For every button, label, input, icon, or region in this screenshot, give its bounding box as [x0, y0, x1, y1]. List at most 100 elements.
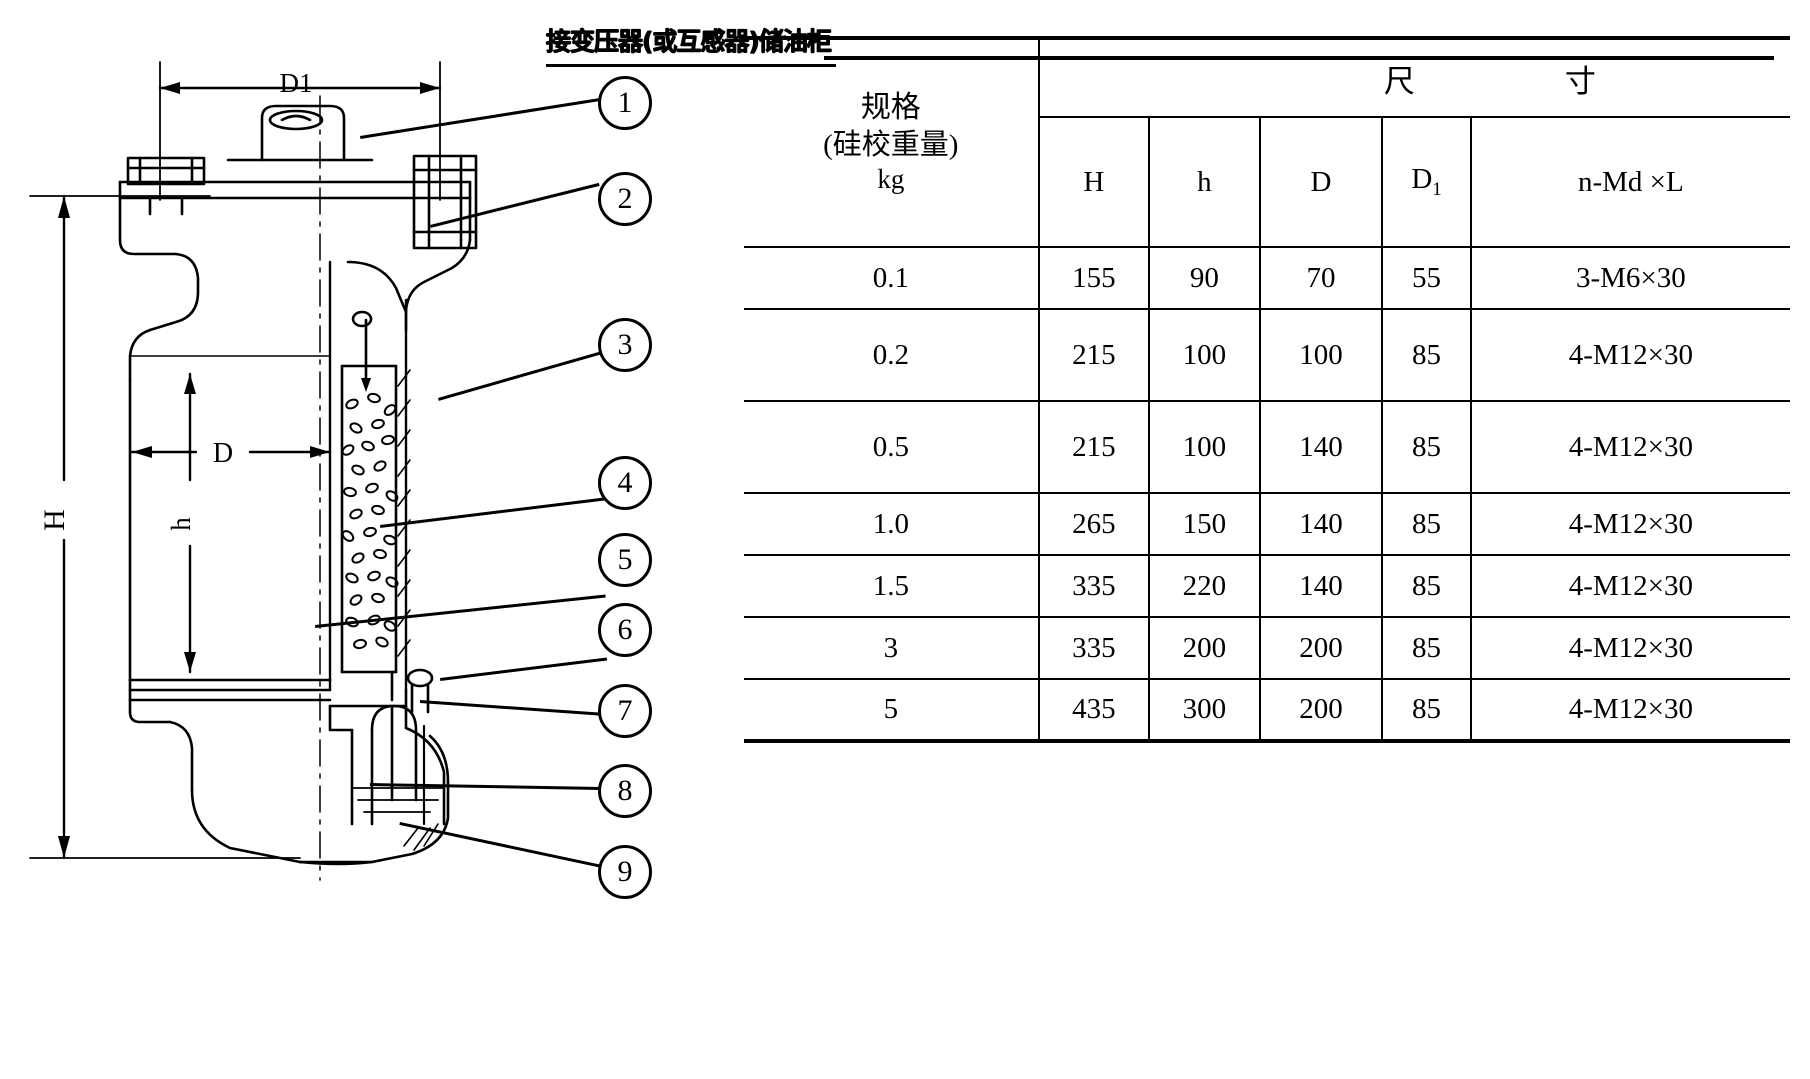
cell-h: 300 — [1148, 678, 1261, 743]
header-col-D1-base: D — [1411, 163, 1433, 196]
silica-gel-granules — [341, 392, 399, 650]
dimension-H — [29, 194, 301, 860]
header-col-D1: D1 — [1381, 116, 1472, 248]
technical-drawing: D1 H h D — [0, 0, 740, 1079]
cell-D: 140 — [1258, 492, 1384, 556]
specification-table: 规格 (硅校重量) kg 尺寸 H h D D1 n-Md ×L 0.1 155… — [744, 36, 1790, 743]
callout-balloons: 1 2 3 4 5 6 7 8 9 — [315, 0, 740, 1079]
cell-D: 70 — [1258, 246, 1384, 310]
cell-D1: 85 — [1381, 554, 1472, 618]
header-dimensions-group: 尺寸 — [1037, 36, 1790, 118]
cell-D1: 85 — [1381, 308, 1472, 402]
header-col-D1-sub: 1 — [1432, 178, 1442, 200]
header-spec-line3: kg — [877, 164, 905, 194]
callout-4-label: 4 — [617, 466, 633, 499]
dimension-label-d1: D1 — [280, 68, 313, 98]
header-col-H: H — [1038, 116, 1151, 248]
oil-bag-chamber — [340, 310, 411, 674]
cell-D1: 85 — [1381, 400, 1472, 494]
header-col-bolt: n-Md ×L — [1469, 116, 1790, 248]
cell-D: 200 — [1258, 616, 1384, 680]
cell-spec: 0.2 — [744, 308, 1040, 402]
cell-D: 100 — [1258, 308, 1384, 402]
cell-D: 140 — [1258, 400, 1384, 494]
dimension-d1 — [158, 61, 442, 201]
callout-8[interactable]: 8 — [598, 764, 652, 818]
cell-h: 100 — [1148, 400, 1261, 494]
callout-3[interactable]: 3 — [598, 318, 652, 372]
callout-4[interactable]: 4 — [598, 456, 652, 510]
callout-1-label: 1 — [617, 86, 633, 119]
cell-spec: 1.0 — [744, 492, 1040, 556]
cell-bolt: 4-M12×30 — [1469, 554, 1790, 618]
cell-h: 90 — [1148, 246, 1261, 310]
header-row-group: 规格 (硅校重量) kg 尺寸 — [744, 36, 1790, 248]
cell-D: 140 — [1258, 554, 1384, 618]
header-spec-line2: (硅校重量) — [823, 128, 959, 161]
callout-2-label: 2 — [617, 182, 633, 215]
callout-8-label: 8 — [617, 774, 633, 807]
callout-2[interactable]: 2 — [598, 172, 652, 226]
header-col-D: D — [1258, 116, 1384, 248]
callout-5[interactable]: 5 — [598, 533, 652, 587]
specification-table-container: 规格 (硅校重量) kg 尺寸 H h D D1 n-Md ×L 0.1 155… — [744, 36, 1794, 936]
header-row-columns: H h D D1 n-Md ×L — [744, 116, 1790, 248]
dimension-label-H: H — [38, 509, 71, 531]
cell-D1: 85 — [1381, 616, 1472, 680]
cell-h: 220 — [1148, 554, 1261, 618]
cell-bolt: 4-M12×30 — [1469, 678, 1790, 743]
table-row[interactable]: 0.2 215 100 100 85 4-M12×30 — [744, 308, 1790, 402]
bolt-right — [412, 154, 478, 250]
cell-h: 200 — [1148, 616, 1261, 680]
vessel-body — [128, 355, 408, 864]
cell-bolt: 3-M6×30 — [1469, 246, 1790, 310]
table-body: 0.1 155 90 70 55 3-M6×30 0.2 215 100 100… — [744, 246, 1790, 743]
table-row[interactable]: 3 335 200 200 85 4-M12×30 — [744, 616, 1790, 680]
header-dimensions-right: 寸 — [1564, 63, 1596, 100]
callout-9-label: 9 — [617, 855, 633, 888]
cell-spec: 3 — [744, 616, 1040, 680]
top-flange — [118, 180, 472, 200]
oil-conservator-section-view: D1 H h D — [29, 61, 478, 881]
cell-D1: 55 — [1381, 246, 1472, 310]
callout-1[interactable]: 1 — [598, 76, 652, 130]
callout-7[interactable]: 7 — [598, 684, 652, 738]
header-col-h: h — [1148, 116, 1261, 248]
callout-9[interactable]: 9 — [598, 845, 652, 899]
cell-bolt: 4-M12×30 — [1469, 616, 1790, 680]
cell-H: 155 — [1037, 246, 1151, 310]
cell-h: 100 — [1148, 308, 1261, 402]
table-row[interactable]: 1.5 335 220 140 85 4-M12×30 — [744, 554, 1790, 618]
cell-spec: 0.5 — [744, 400, 1040, 494]
table-row[interactable]: 0.1 155 90 70 55 3-M6×30 — [744, 246, 1790, 310]
header-spec-line1: 规格 — [860, 91, 921, 125]
callout-6[interactable]: 6 — [598, 603, 652, 657]
dimension-h — [184, 372, 196, 674]
cell-H: 215 — [1037, 400, 1151, 494]
cell-spec: 5 — [744, 678, 1040, 743]
cell-bolt: 4-M12×30 — [1469, 492, 1790, 556]
dimension-label-h: h — [166, 517, 196, 531]
cell-H: 335 — [1037, 616, 1151, 680]
dimension-D — [130, 446, 332, 458]
callout-3-label: 3 — [617, 328, 633, 361]
cell-spec: 1.5 — [744, 554, 1040, 618]
table-row[interactable]: 1.0 265 150 140 85 4-M12×30 — [744, 492, 1790, 556]
table-row[interactable]: 0.5 215 100 140 85 4-M12×30 — [744, 400, 1790, 494]
cell-bolt: 4-M12×30 — [1469, 400, 1790, 494]
cell-H: 435 — [1037, 678, 1151, 743]
cell-H: 215 — [1037, 308, 1151, 402]
table-row[interactable]: 5 435 300 200 85 4-M12×30 — [744, 678, 1790, 743]
cell-D1: 85 — [1381, 492, 1472, 556]
bolt-left — [126, 156, 206, 216]
cell-h: 150 — [1148, 492, 1261, 556]
cell-spec: 0.1 — [744, 246, 1040, 310]
header-dimensions-left: 尺 — [1383, 63, 1565, 100]
cell-H: 335 — [1037, 554, 1151, 618]
cell-bolt: 4-M12×30 — [1469, 308, 1790, 402]
callout-7-label: 7 — [617, 694, 633, 727]
dimension-label-D: D — [213, 438, 233, 469]
cell-D1: 85 — [1381, 678, 1472, 743]
cell-H: 265 — [1037, 492, 1151, 556]
cell-D: 200 — [1258, 678, 1384, 743]
